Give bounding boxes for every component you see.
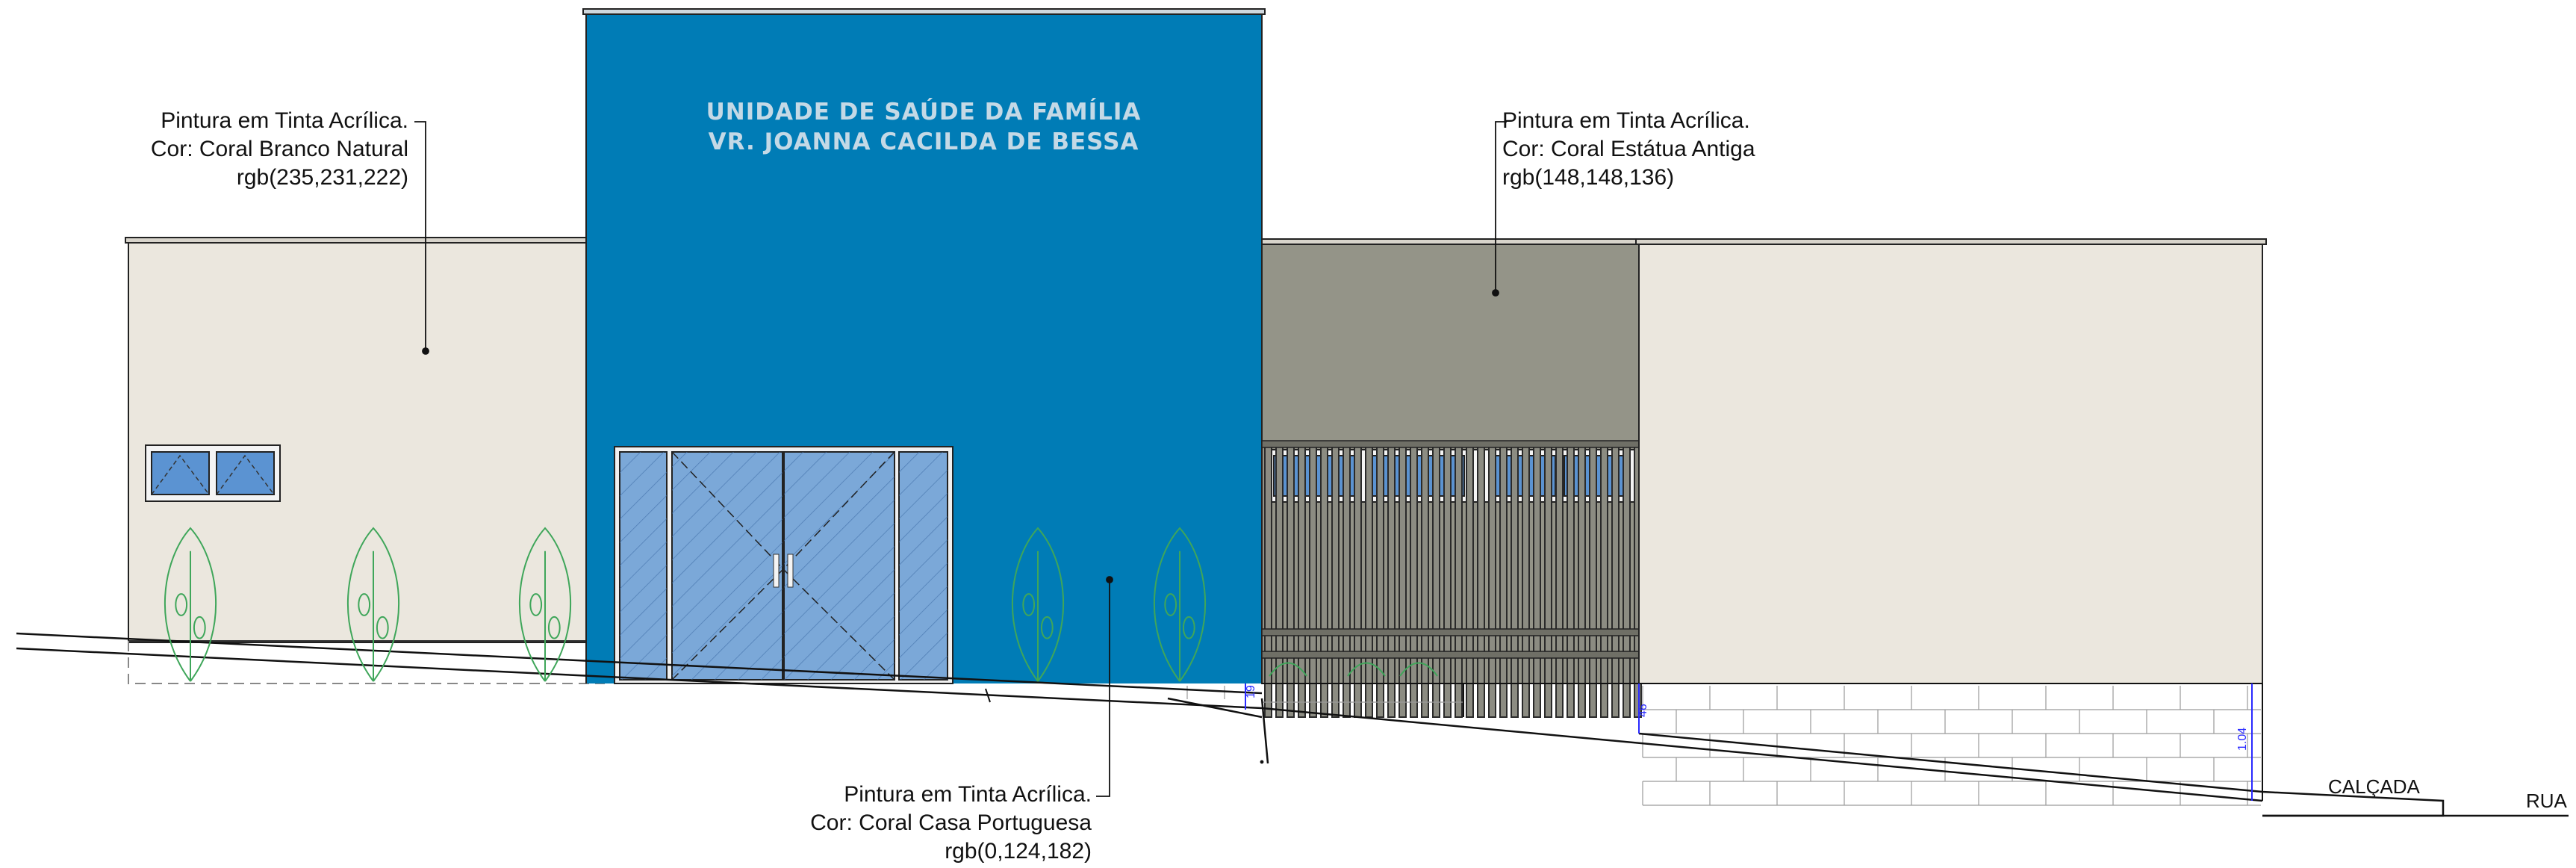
grille-bar: [1567, 441, 1575, 718]
left-window: [145, 444, 281, 502]
masonry-base: [1186, 686, 2261, 806]
signage-line-2: VR. JOANNA CACILDA DE BESSA: [708, 128, 1139, 155]
grille-bar: [1410, 441, 1418, 718]
note-middle-wall: Pintura em Tinta Acrílica. Cor: Coral Es…: [1502, 107, 1755, 192]
door-handle-right: [787, 554, 794, 588]
grille-bar: [1611, 441, 1620, 718]
note-line: Pintura em Tinta Acrílica.: [161, 108, 408, 133]
small-bush: [1347, 662, 1386, 677]
right-wing-parapet: [1635, 238, 2267, 245]
shrub-outline: [164, 527, 217, 682]
door-handle-left: [773, 554, 780, 588]
grille-bar: [1432, 441, 1440, 718]
shrub-leaf: [1040, 616, 1054, 639]
grille-bar: [1376, 441, 1384, 718]
note-line: Pintura em Tinta Acrílica.: [1502, 108, 1750, 133]
shrub-leaf: [175, 593, 188, 616]
grille-bar: [1320, 441, 1328, 718]
grille-bar: [1488, 441, 1496, 718]
grille-bar: [1499, 441, 1508, 718]
right-wing: [1635, 238, 2267, 684]
dimension-19: 19: [1245, 685, 1257, 698]
grille-bar: [1443, 441, 1452, 718]
note-line: Cor: Coral Casa Portuguesa: [810, 810, 1092, 835]
sidewalk-label: CALÇADA: [2328, 775, 2420, 798]
grille-bar: [1365, 441, 1373, 718]
central-tower-parapet: [582, 8, 1266, 15]
grille-bar: [1343, 441, 1351, 718]
left-wing: [125, 237, 609, 684]
grille-bar: [1309, 441, 1317, 718]
shrub-outline: [1011, 527, 1065, 682]
right-wing-wall: [1638, 242, 2263, 684]
left-wing-parapet: [125, 237, 609, 244]
grille-bar: [1589, 441, 1597, 718]
grille-bar: [1533, 441, 1541, 718]
middle-block: [1261, 238, 1642, 718]
note-line: rgb(148,148,136): [1502, 165, 1675, 190]
dimension-marks: [1245, 683, 2253, 801]
note-line: Pintura em Tinta Acrílica.: [844, 782, 1092, 807]
shrub-leaf: [358, 593, 371, 616]
note-line: rgb(0,124,182): [945, 839, 1092, 864]
note-tower-wall: Pintura em Tinta Acrílica. Cor: Coral Ca…: [810, 781, 1092, 866]
signage-line-1: UNIDADE DE SAÚDE DA FAMÍLIA: [706, 99, 1142, 125]
grille-bar: [1477, 441, 1485, 718]
grille-bar: [1275, 441, 1284, 718]
grille-bar: [1298, 441, 1306, 718]
shrub-outline: [346, 527, 400, 682]
shrub-outline: [1153, 527, 1207, 682]
shrub-leaf: [529, 593, 543, 616]
central-tower: [582, 8, 1266, 684]
grille-bar: [1354, 441, 1362, 718]
dimension-104: 1.04: [2236, 728, 2249, 751]
note-line: rgb(235,231,222): [236, 165, 408, 190]
grille-bar: [1387, 441, 1396, 718]
grille-bar: [1555, 441, 1564, 718]
shrub-leaf: [1182, 616, 1195, 639]
shrub-leaf: [376, 616, 389, 639]
shrub-leaf: [193, 616, 206, 639]
grille-bar: [1544, 441, 1552, 718]
grille-bar: [1578, 441, 1586, 718]
street-label: RUA: [2526, 790, 2567, 812]
grille-bar: [1264, 441, 1272, 718]
shrubs: [164, 527, 1438, 682]
grille-bar: [1522, 441, 1530, 718]
shrub-outline: [518, 527, 572, 682]
grille-bar: [1623, 441, 1631, 718]
terrain: [16, 632, 2569, 817]
facade-signage: UNIDADE DE SAÚDE DA FAMÍLIA VR. JOANNA C…: [585, 97, 1263, 157]
left-wing-wall: [128, 241, 606, 643]
grille-bar: [1287, 441, 1295, 718]
grille-bar: [1600, 441, 1608, 718]
note-line: Cor: Coral Estátua Antiga: [1502, 137, 1755, 161]
grille-bar: [1466, 441, 1474, 718]
grille-bar: [1455, 441, 1463, 718]
shrub-leaf: [547, 616, 561, 639]
dimension-46: 46: [1637, 704, 1649, 717]
middle-block-parapet: [1261, 238, 1640, 245]
note-line: Cor: Coral Branco Natural: [150, 137, 408, 161]
small-bush: [1399, 662, 1438, 677]
grille-bar: [1421, 441, 1429, 718]
grille-bar: [1511, 441, 1519, 718]
leader-lines: [414, 121, 1507, 797]
shrub-leaf: [1022, 593, 1036, 616]
entrance-door: [614, 446, 953, 684]
note-left-wall: Pintura em Tinta Acrílica. Cor: Coral Br…: [151, 107, 408, 192]
grille-bar: [1331, 441, 1340, 718]
small-bush: [1269, 662, 1307, 677]
shrub-leaf: [1164, 593, 1177, 616]
